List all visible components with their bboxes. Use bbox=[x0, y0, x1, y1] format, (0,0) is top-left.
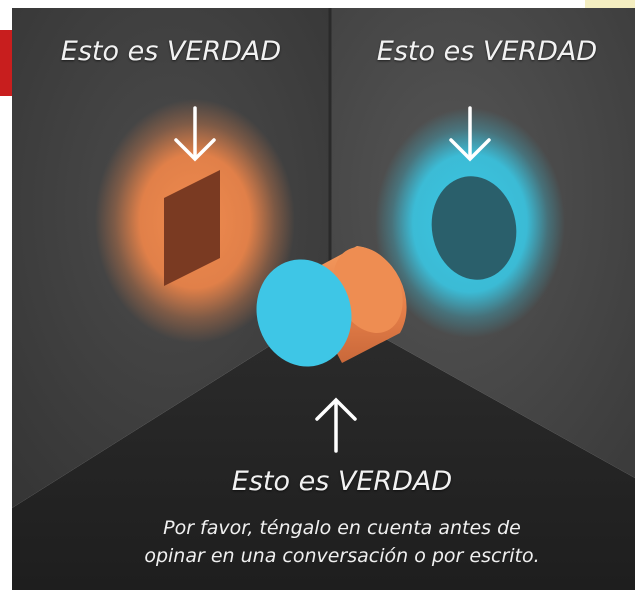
label-bottom: Esto es VERDAD bbox=[231, 466, 453, 497]
rectangle-shadow bbox=[164, 170, 220, 286]
label-top-right: Esto es VERDAD bbox=[376, 36, 598, 67]
label-top-left: Esto es VERDAD bbox=[60, 36, 282, 67]
floor bbox=[12, 308, 635, 590]
scene-drawing bbox=[12, 8, 635, 590]
caption-line-2: opinar en una conversación o por escrito… bbox=[144, 545, 540, 567]
illustration: Esto es VERDAD Esto es VERDAD Esto es VE… bbox=[12, 8, 635, 590]
cylinder-object bbox=[256, 246, 407, 367]
caption: Por favor, téngalo en cuenta antes de op… bbox=[72, 514, 612, 570]
circle-shadow bbox=[431, 176, 517, 280]
down-arrow-icon bbox=[174, 106, 216, 162]
up-arrow-icon bbox=[315, 397, 357, 453]
cylinder-face bbox=[256, 259, 352, 367]
caption-line-1: Por favor, téngalo en cuenta antes de bbox=[163, 517, 521, 539]
down-arrow-icon bbox=[449, 106, 491, 162]
